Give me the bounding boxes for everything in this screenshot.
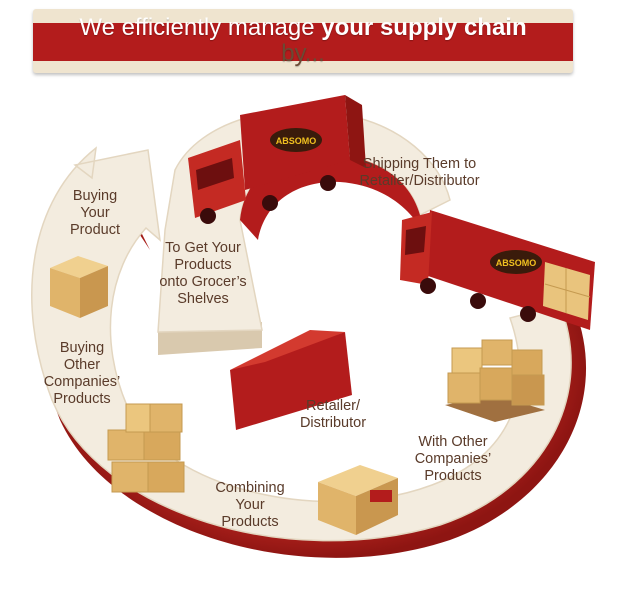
label-line: Products <box>42 391 122 408</box>
truck-right-logo: ABSOMO <box>496 258 537 268</box>
label-buying-your-product: Buying Your Product <box>60 188 130 239</box>
label-line: Your <box>60 205 130 222</box>
label-line: Retailer/ <box>288 398 378 415</box>
label-line: Shelves <box>158 291 248 308</box>
banner-suffix: by... <box>281 40 325 67</box>
label-line: Products <box>408 468 498 485</box>
label-line: Distributor <box>288 415 378 432</box>
label-line: Companies’ <box>42 374 122 391</box>
label-buying-other: Buying Other Companies’ Products <box>42 340 122 408</box>
truck-top-logo: ABSOMO <box>276 136 317 146</box>
label-line: onto Grocer’s <box>158 274 248 291</box>
label-line: With Other <box>408 434 498 451</box>
truck-right: ABSOMO <box>400 210 595 330</box>
title-banner: We efficiently manage your supply chain … <box>33 9 573 73</box>
label-line: Other <box>42 357 122 374</box>
label-line: Buying <box>60 188 130 205</box>
label-retailer: Retailer/ Distributor <box>288 398 378 432</box>
single-box <box>50 256 108 318</box>
label-line: Combining <box>205 480 295 497</box>
label-line: Your <box>205 497 295 514</box>
banner-prefix: We efficiently manage <box>79 14 321 41</box>
label-line: Retailer/Distributor <box>352 173 487 190</box>
label-line: Products <box>205 514 295 531</box>
label-line: Products <box>158 257 248 274</box>
banner-text: We efficiently manage your supply chain … <box>33 9 573 67</box>
label-to-get-products: To Get Your Products onto Grocer’s Shelv… <box>158 240 248 308</box>
label-line: To Get Your <box>158 240 248 257</box>
label-combining: Combining Your Products <box>205 480 295 531</box>
label-line: Companies’ <box>408 451 498 468</box>
label-line: Shipping Them to <box>352 156 487 173</box>
label-line: Buying <box>42 340 122 357</box>
label-line: Product <box>60 222 130 239</box>
label-shipping: Shipping Them to Retailer/Distributor <box>352 156 487 190</box>
banner-emphasis: your supply chain <box>321 14 526 41</box>
pallet-boxes <box>445 340 545 422</box>
truck-top: ABSOMO <box>188 95 366 224</box>
label-with-other: With Other Companies’ Products <box>408 434 498 485</box>
